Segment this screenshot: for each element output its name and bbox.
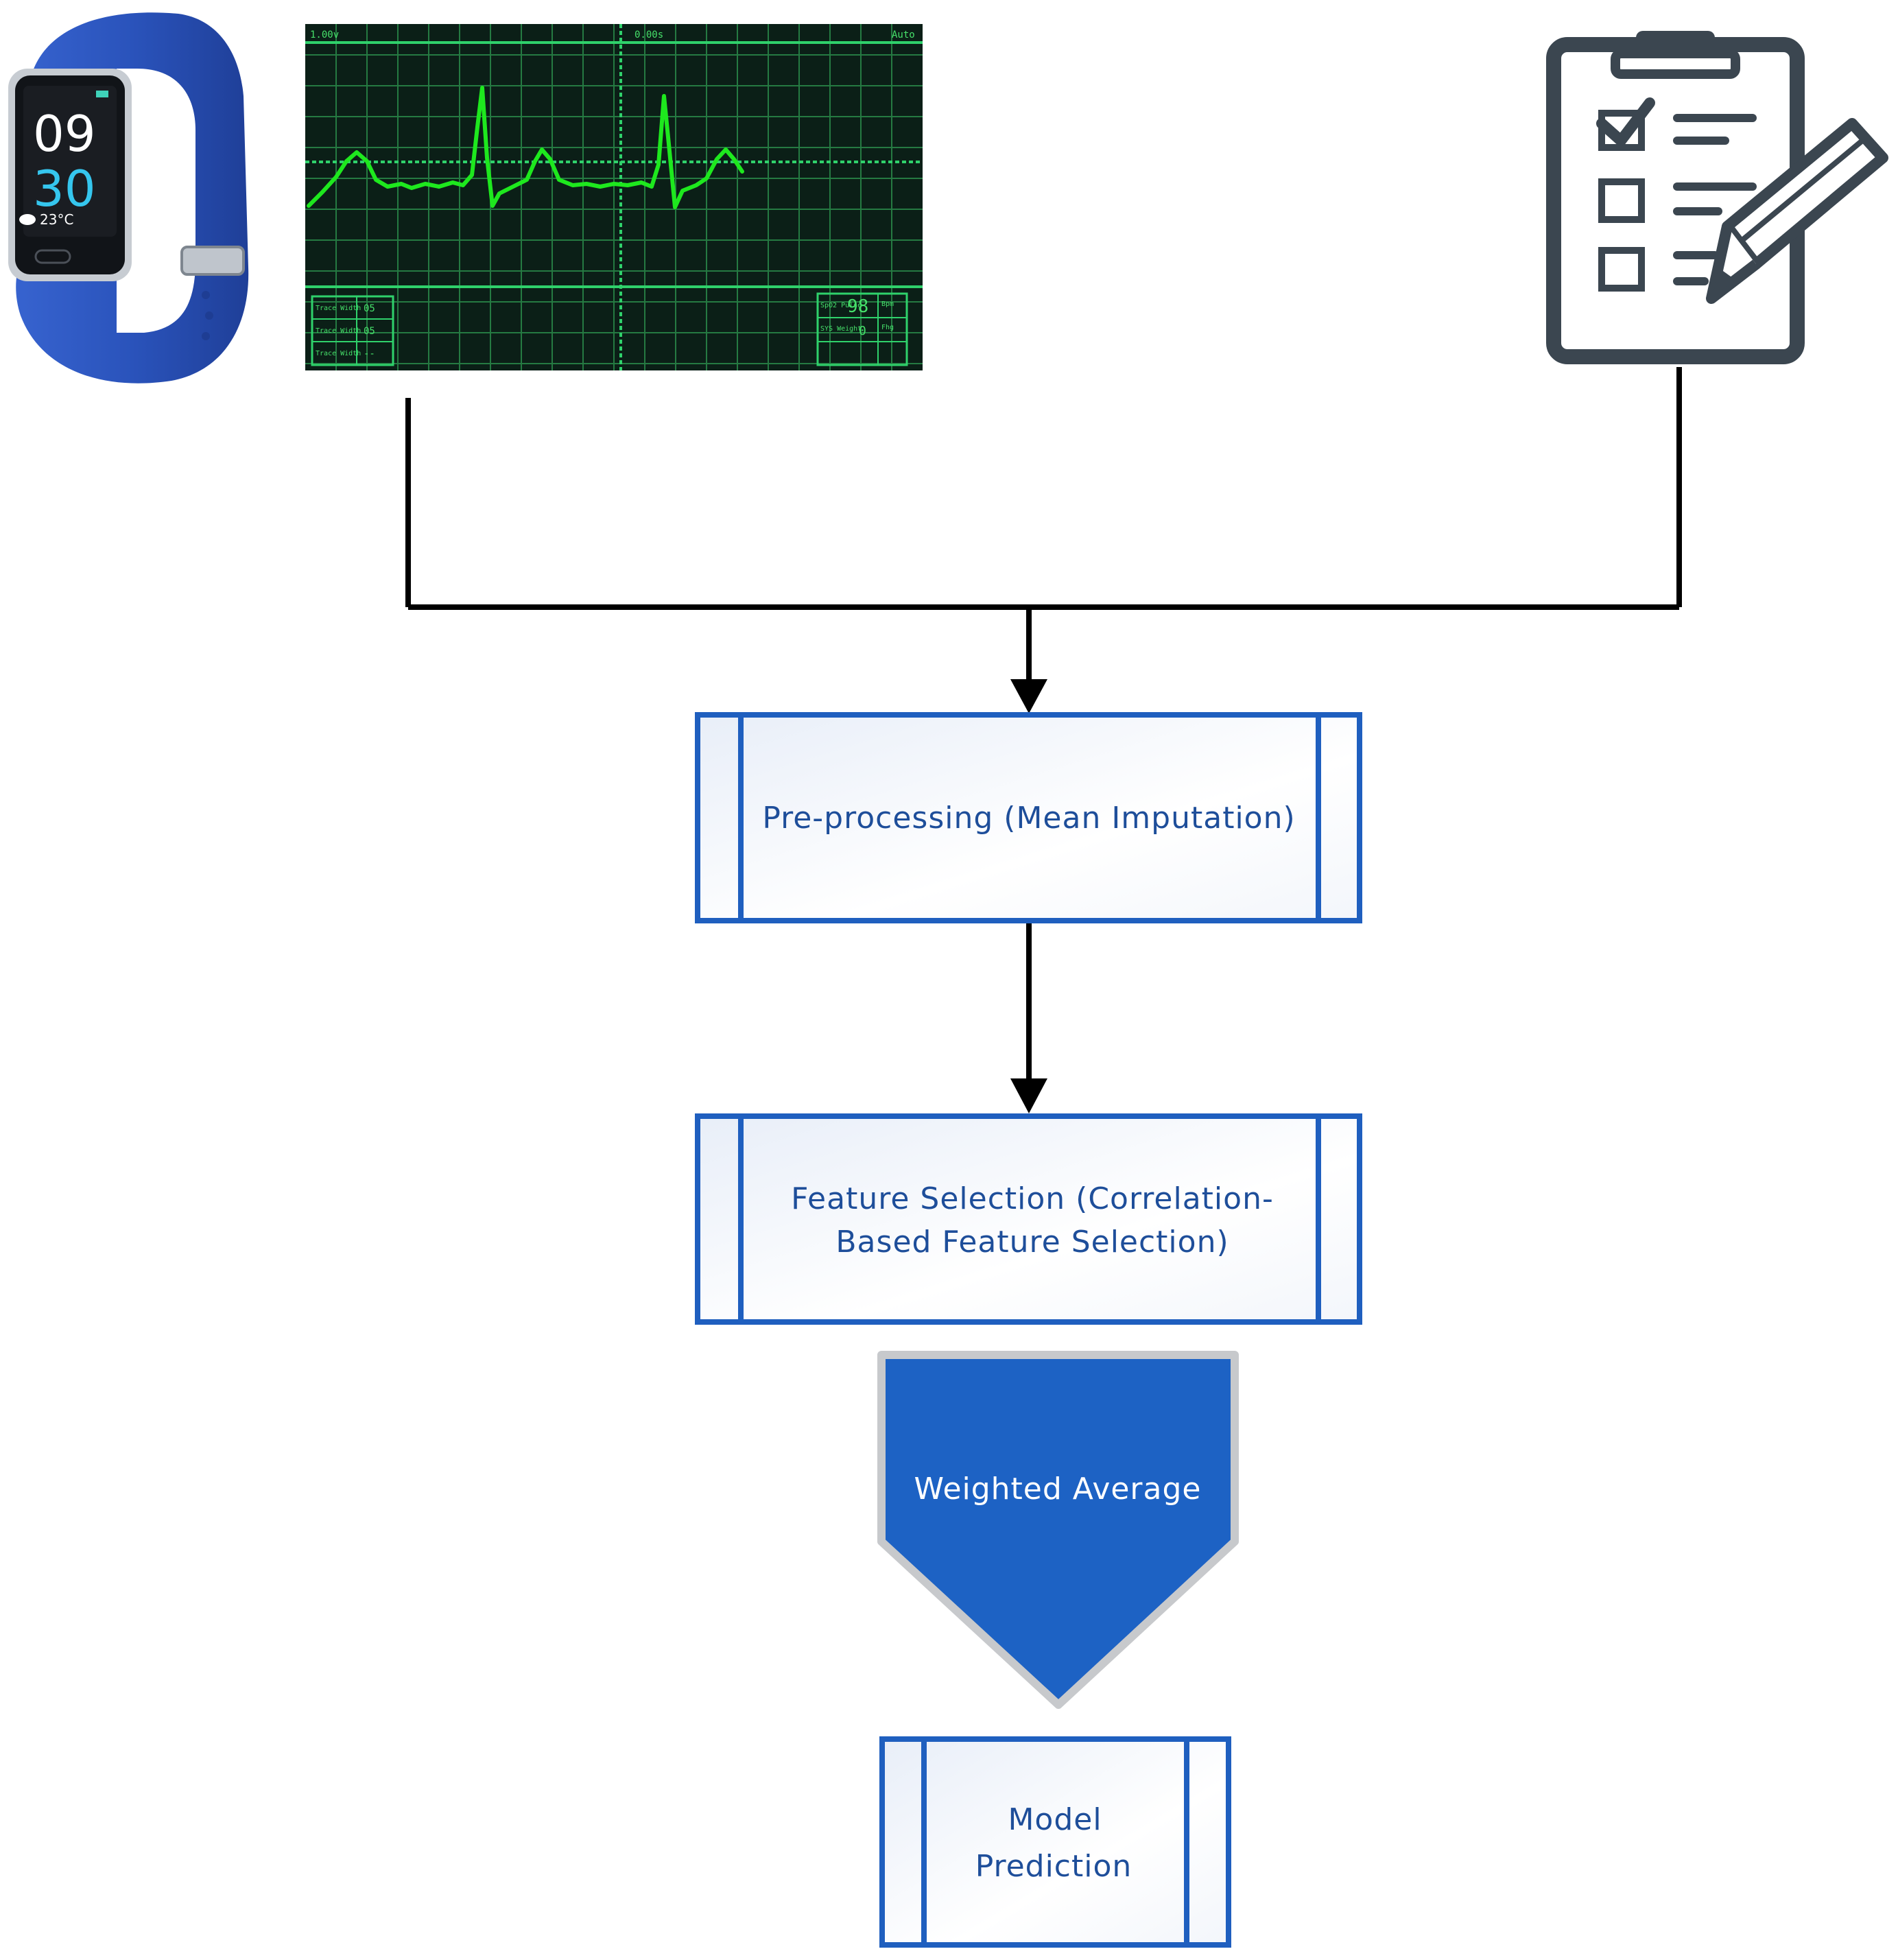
wristband-button — [34, 249, 71, 264]
clipboard-checklist-icon — [1546, 31, 1888, 364]
left-box-value-3: -- — [364, 349, 375, 359]
preprocessing-box: Pre-processing (Mean Imputation) — [695, 712, 1362, 923]
spo2-label: SpO2 Pulse — [820, 302, 862, 309]
model-prediction-label-line2: Prediction — [975, 1849, 1132, 1884]
model-prediction-label-line1: Model — [1008, 1802, 1102, 1837]
feature-selection-box: Feature Selection (Correlation- Based Fe… — [695, 1113, 1362, 1325]
weighted-average-label: Weighted Average — [914, 1472, 1202, 1507]
ecg-trace — [307, 86, 744, 209]
preprocessing-label: Pre-processing (Mean Imputation) — [762, 801, 1295, 836]
model-prediction-box: Model Prediction — [879, 1736, 1231, 1948]
monitor-top-right: Auto — [892, 29, 915, 40]
monitor-top-left: 1.00v — [310, 29, 339, 40]
pp-unit: Fhg — [881, 324, 894, 331]
arrow-head-1 — [1010, 679, 1047, 713]
wristband-temperature: 23°C — [40, 211, 73, 228]
battery-icon — [96, 91, 108, 97]
left-box-label-1: Trace Width — [316, 305, 361, 312]
pencil-icon — [1706, 118, 1888, 304]
spo2-value: 98 — [847, 296, 868, 317]
ecg-monitor: 1.00v 0.00s Auto Trace Width 05 Trace Wi… — [305, 24, 923, 370]
weighted-average-shape: Weighted Average — [877, 1351, 1239, 1709]
wristband-minutes: 30 — [33, 160, 96, 217]
left-box-value-2: 05 — [364, 326, 375, 337]
left-box-label-2: Trace Width — [316, 327, 361, 335]
fitness-wristband-icon: 09 30 23°C — [8, 12, 249, 383]
connector-lines — [405, 367, 1682, 1084]
pp-label: SYS Weight — [820, 325, 862, 333]
ecg-grid — [305, 24, 923, 370]
feature-selection-label-line1: Feature Selection (Correlation- — [791, 1181, 1274, 1216]
feature-selection-label-line2: Based Feature Selection) — [835, 1225, 1229, 1260]
arrow-head-2 — [1010, 1078, 1047, 1113]
left-box-label-3: Trace Width — [316, 350, 361, 357]
monitor-top-mid: 0.00s — [634, 29, 663, 40]
cloud-icon — [19, 214, 36, 225]
left-box-value-1: 05 — [364, 303, 375, 314]
wristband-hours: 09 — [33, 105, 96, 163]
spo2-unit: Bpm — [881, 300, 894, 308]
pp-value: 0 — [859, 324, 866, 338]
